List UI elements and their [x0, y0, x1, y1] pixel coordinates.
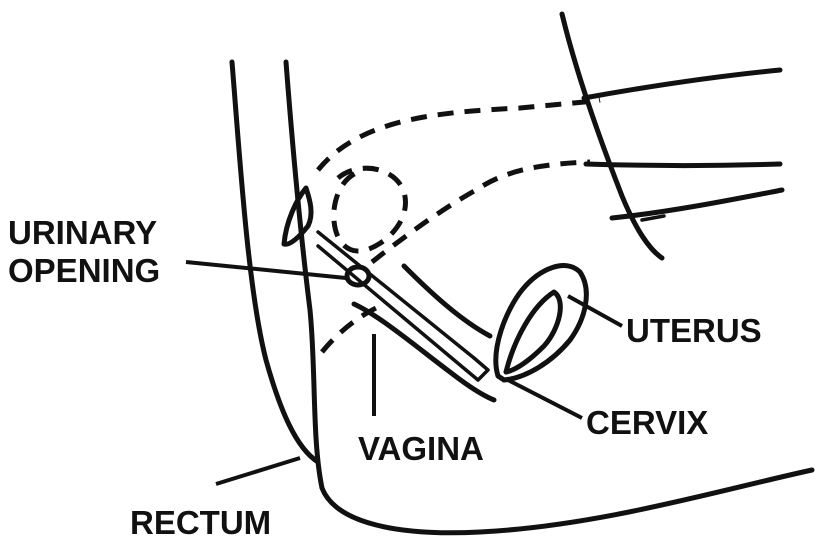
- applicator-rod-top: [318, 232, 474, 358]
- cervix-label: CERVIX: [586, 404, 708, 441]
- thigh-line: [612, 190, 782, 218]
- vaginal-wall-dashed-lower: [322, 308, 376, 352]
- urinary-opening-leader: [186, 262, 346, 278]
- abdomen-line-2: [586, 164, 780, 166]
- vagina-upper-wall: [404, 266, 490, 336]
- vagina-label: VAGINA: [358, 430, 484, 467]
- urinary-label-line1: URINARY: [8, 214, 157, 251]
- bladder-neck-dashed: [334, 168, 406, 251]
- thigh-mark: [642, 216, 664, 220]
- vaginal-wall-dashed-upper: [372, 162, 590, 262]
- cervix-leader: [508, 380, 582, 418]
- urinary-label-line2: OPENING: [8, 252, 160, 289]
- uterus-leader: [568, 296, 622, 326]
- applicator-tip: [466, 358, 488, 380]
- applicator-rod-bottom: [318, 246, 466, 370]
- bladder-dashed-outline: [318, 100, 600, 170]
- abdomen-line-1: [584, 70, 780, 98]
- rectum-label: RECTUM: [130, 504, 271, 541]
- uterus-label: UTERUS: [626, 312, 762, 349]
- rectum-leader: [216, 458, 300, 484]
- abdomen-upper-line: [562, 14, 662, 258]
